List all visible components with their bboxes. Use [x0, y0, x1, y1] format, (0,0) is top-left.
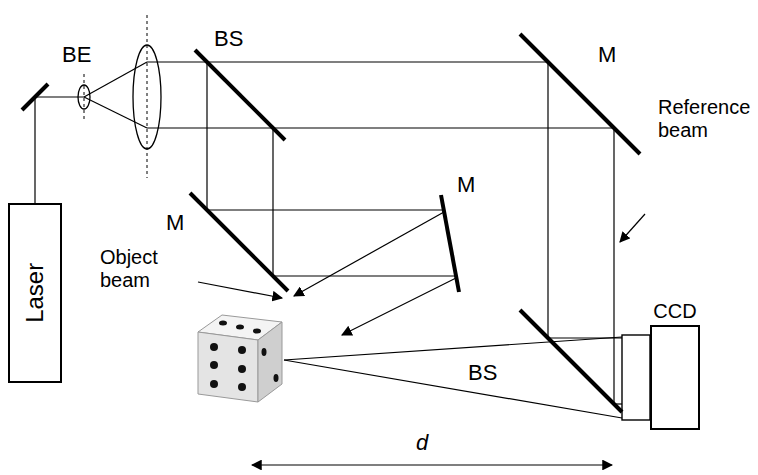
node-text: Laser	[21, 263, 49, 323]
mirror-label: M	[166, 210, 184, 235]
ccd-camera: CCD	[650, 325, 700, 430]
splitter-label: BS	[214, 26, 243, 51]
mirror-label: M	[457, 172, 475, 197]
beam-label: Reference beam	[658, 96, 754, 142]
node-text: CCD	[653, 300, 696, 323]
splitter-label: BS	[468, 360, 497, 385]
lens-label: BE	[62, 42, 91, 67]
dimension-label: d	[416, 430, 428, 455]
mirror-label: M	[598, 42, 616, 67]
laser-box: Laser	[8, 203, 62, 383]
beam-label: Object beam	[100, 246, 192, 292]
